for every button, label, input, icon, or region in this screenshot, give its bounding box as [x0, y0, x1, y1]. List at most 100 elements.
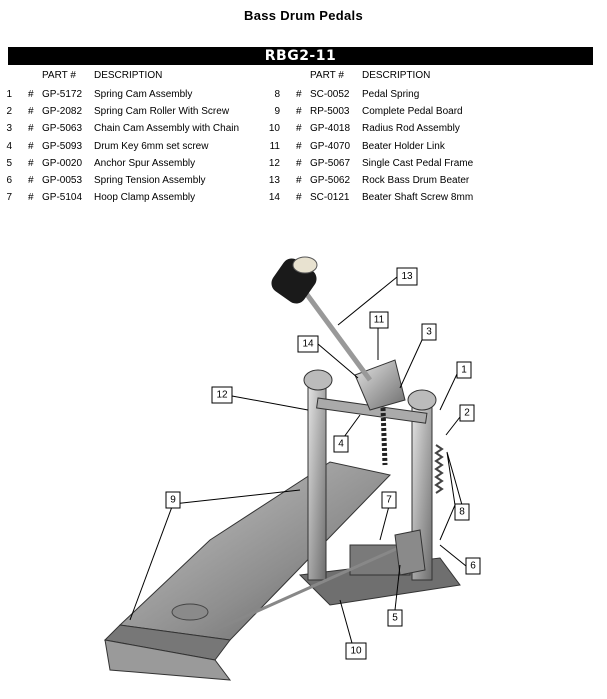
callout-number: 13 — [401, 271, 413, 282]
part-number: GP-5104 — [42, 192, 83, 204]
item-number: 12 — [268, 157, 280, 169]
part-description: Rock Bass Drum Beater — [362, 175, 470, 186]
item-number: 5 — [6, 157, 12, 169]
part-number: GP-2082 — [42, 106, 83, 118]
callout-number: 11 — [374, 315, 385, 326]
parts-row: 8 # SC-0052 Pedal Spring — [0, 88, 607, 101]
part-number: SC-0121 — [310, 192, 350, 204]
hash-mark: # — [28, 157, 34, 169]
callout-5: 5 — [387, 609, 403, 627]
part-description: Chain Cam Assembly with Chain — [94, 123, 240, 135]
callout-12: 12 — [211, 386, 233, 404]
parts-row: 13 # GP-5062 Rock Bass Drum Beater — [0, 174, 607, 187]
callout-13: 13 — [396, 267, 418, 286]
leader-5 — [394, 564, 401, 611]
item-number: 7 — [6, 192, 12, 204]
item-number: 2 — [6, 106, 12, 118]
hash-mark: # — [296, 192, 302, 204]
parts-row: 7 # GP-5104 Hoop Clamp Assembly — [0, 191, 607, 204]
part-number: GP-5093 — [42, 140, 83, 152]
hash-mark: # — [28, 192, 34, 204]
callout-number: 12 — [216, 390, 228, 401]
item-number: 6 — [6, 175, 12, 186]
callout-number: 7 — [386, 495, 392, 506]
callout-number: 14 — [302, 339, 314, 350]
leader-2 — [445, 416, 461, 436]
leader-9 — [172, 489, 301, 505]
part-number: SC-0052 — [310, 89, 350, 100]
leader-6 — [439, 544, 467, 567]
part-number: GP-5063 — [42, 123, 83, 135]
callout-2: 2 — [459, 404, 475, 422]
part-number: GP-0053 — [42, 175, 83, 186]
callout-number: 4 — [338, 439, 344, 450]
callout-number: 8 — [459, 507, 465, 518]
callout-number: 1 — [461, 365, 467, 376]
item-number: 9 — [274, 106, 280, 118]
part-description: Complete Pedal Board — [362, 106, 463, 118]
model-banner: RBG2-11 — [8, 47, 593, 65]
hash-mark: # — [28, 175, 34, 186]
part-number: GP-4070 — [310, 140, 351, 152]
page-title: Bass Drum Pedals — [244, 8, 363, 23]
part-number: GP-5062 — [310, 175, 351, 186]
leader-13 — [337, 276, 398, 326]
hash-mark: # — [28, 140, 34, 152]
callout-number: 3 — [426, 327, 432, 338]
hash-mark: # — [296, 106, 302, 118]
callout-number: 6 — [470, 561, 476, 572]
callout-9: 9 — [165, 491, 181, 509]
callout-7: 7 — [381, 491, 397, 509]
part-description: Anchor Spur Assembly — [94, 157, 196, 169]
leader-8 — [439, 451, 463, 541]
item-number: 10 — [268, 123, 280, 135]
callout-number: 10 — [350, 646, 362, 657]
leader-1 — [439, 373, 458, 411]
callout-8: 8 — [454, 503, 470, 521]
callout-number: 5 — [392, 613, 398, 624]
hash-mark: # — [296, 157, 302, 169]
callout-6: 6 — [465, 557, 481, 575]
hash-mark: # — [296, 123, 302, 135]
hash-mark: # — [296, 175, 302, 186]
hash-mark: # — [28, 89, 34, 100]
leader-9b — [129, 503, 174, 621]
leader-4 — [343, 414, 361, 438]
parts-row: 9 # RP-5003 Complete Pedal Board — [0, 105, 607, 118]
part-number: RP-5003 — [310, 106, 350, 118]
part-header-left: PART # — [42, 70, 76, 81]
part-number: GP-0020 — [42, 157, 83, 169]
item-number: 3 — [6, 123, 12, 135]
part-description: Hoop Clamp Assembly — [94, 192, 196, 204]
item-number: 1 — [6, 89, 12, 100]
item-number: 14 — [268, 192, 280, 204]
part-description: Single Cast Pedal Frame — [362, 157, 474, 169]
part-description: Spring Cam Assembly — [94, 89, 193, 100]
item-number: 13 — [268, 175, 280, 186]
hash-mark: # — [28, 123, 34, 135]
callout-4: 4 — [333, 435, 349, 453]
hash-mark: # — [296, 140, 302, 152]
description-header-left: DESCRIPTION — [94, 70, 163, 81]
parts-row: 3 # GP-5063 Chain Cam Assembly with Chain — [0, 122, 607, 135]
item-number: 4 — [6, 140, 12, 152]
item-number: 8 — [274, 89, 280, 100]
hash-mark: # — [28, 106, 34, 118]
callout-number: 9 — [170, 495, 176, 506]
pedal-illustration — [103, 256, 461, 681]
callout-3: 3 — [421, 323, 437, 341]
part-description: Beater Holder Link — [362, 140, 445, 152]
leader-3 — [399, 339, 423, 389]
part-description: Radius Rod Assembly — [362, 123, 460, 135]
part-description: Spring Tension Assembly — [94, 175, 206, 186]
part-description: Beater Shaft Screw 8mm — [362, 192, 474, 204]
part-description: Pedal Spring — [362, 89, 420, 100]
leader-12 — [231, 395, 309, 411]
part-description: Drum Key 6mm set screw — [94, 140, 209, 152]
